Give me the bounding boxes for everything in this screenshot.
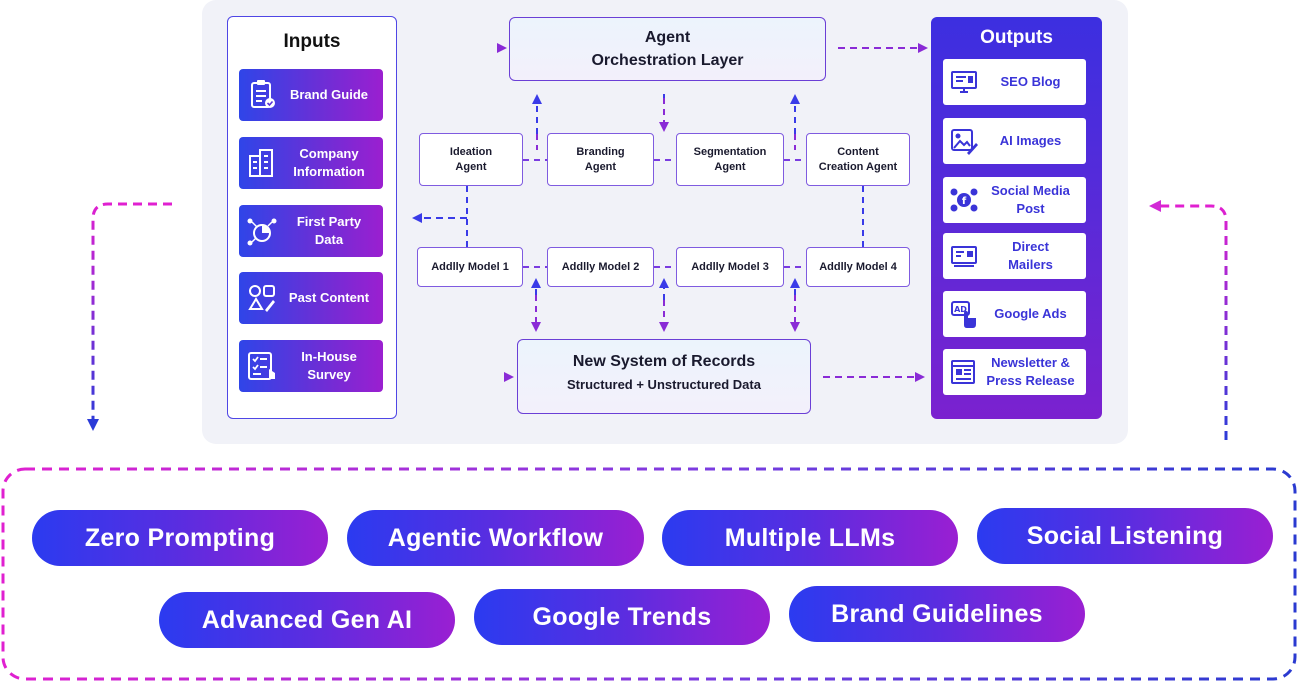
feature-pill-agentic-workflow: Agentic Workflow [347, 510, 644, 566]
outputs-panel: Outputs SEO Blog AI Images [931, 17, 1102, 419]
monitor-icon [951, 71, 977, 93]
data-analytics-icon [247, 218, 277, 246]
newsletter-icon [951, 360, 975, 384]
feature-pill-social-listening: Social Listening [977, 508, 1273, 564]
output-google-ads: AD Google Ads [943, 291, 1086, 337]
input-label: Past Content [288, 290, 370, 305]
model-box-3: Addlly Model 3 [676, 247, 784, 287]
content-icon [248, 285, 275, 312]
output-direct-mailers: Direct Mailers [943, 233, 1086, 279]
feature-pill-advanced-gen-ai: Advanced Gen AI [159, 592, 455, 648]
model-box-2: Addlly Model 2 [547, 247, 654, 287]
model-box-4: Addlly Model 4 [806, 247, 910, 287]
agent-links [466, 159, 864, 268]
image-edit-icon [951, 129, 978, 155]
input-company-information: Company Information [239, 137, 383, 189]
agent-box-content-creation: Content Creation Agent [806, 133, 910, 186]
agent-box-segmentation: Segmentation Agent [676, 133, 784, 186]
orchestration-title: Agent Orchestration Layer [591, 29, 744, 69]
records-title: New System of Records [572, 353, 756, 370]
survey-icon [248, 352, 275, 380]
svg-text:AD: AD [954, 305, 967, 314]
input-brand-guide: Brand Guide [239, 69, 383, 121]
input-label: Company Information [293, 146, 365, 179]
feature-pill-multiple-llms: Multiple LLMs [662, 510, 958, 566]
agent-box-ideation: Ideation Agent [419, 133, 523, 186]
records-vertical-arrows [531, 278, 800, 332]
clipboard-icon [251, 80, 275, 108]
buildings-icon [249, 149, 273, 177]
output-label: SEO Blog [1000, 74, 1061, 89]
input-label: First Party Data [296, 214, 362, 247]
feature-pill-zero-prompting: Zero Prompting [32, 510, 328, 566]
output-label: Social Media Post [991, 183, 1070, 216]
inputs-panel: Inputs Brand Guide [227, 16, 397, 419]
input-in-house-survey: In-House Survey [239, 340, 383, 392]
feature-pill-brand-guidelines: Brand Guidelines [789, 586, 1085, 642]
output-seo-blog: SEO Blog [943, 59, 1086, 105]
outputs-title: Outputs [980, 27, 1053, 48]
orchestration-vertical-arrows [532, 94, 800, 150]
input-label: Brand Guide [289, 87, 368, 102]
right-loop-arrow [1149, 200, 1228, 440]
input-label: In-House Survey [301, 349, 357, 382]
agent-box-branding: Branding Agent [547, 133, 654, 186]
mail-icon [951, 246, 977, 267]
output-label: AI Images [999, 133, 1062, 148]
model-box-1: Addlly Model 1 [417, 247, 523, 287]
input-first-party-data: First Party Data [239, 205, 383, 257]
svg-text:f: f [962, 196, 967, 207]
output-label: Newsletter & Press Release [986, 355, 1075, 388]
social-media-icon: f [950, 188, 978, 212]
output-newsletter-press-release: Newsletter & Press Release [943, 349, 1086, 395]
left-loop-arrow [87, 202, 172, 431]
system-of-records-box: New System of Records Structured + Unstr… [517, 339, 811, 414]
ad-click-icon: AD [951, 301, 976, 328]
horizontal-arrows [412, 43, 928, 382]
output-label: Google Ads [994, 306, 1067, 321]
output-ai-images: AI Images [943, 118, 1086, 164]
feature-pill-google-trends: Google Trends [474, 589, 770, 645]
output-social-media-post: f Social Media Post [943, 177, 1086, 223]
inputs-title: Inputs [283, 31, 341, 52]
input-past-content: Past Content [239, 272, 383, 324]
output-label: Direct Mailers [1008, 239, 1053, 272]
records-subtitle: Structured + Unstructured Data [567, 377, 761, 392]
orchestration-layer-box: Agent Orchestration Layer [509, 17, 826, 81]
